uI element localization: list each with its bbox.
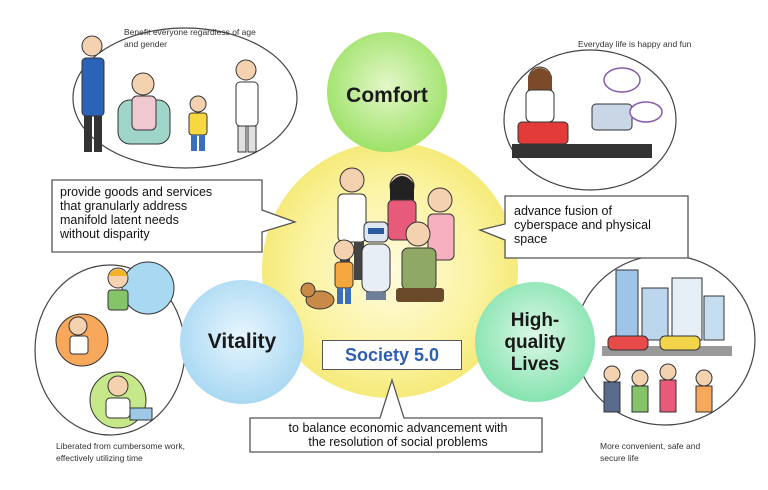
callout-right-box: [477, 195, 689, 259]
callout-left-line: manifold latent needs: [60, 213, 179, 227]
vitality-label: Vitality: [207, 330, 277, 353]
high-quality-label: High- quality Lives: [485, 310, 585, 376]
callout-left-line: without disparity: [60, 227, 150, 241]
caption-top-left: Benefit everyone regardless of age and g…: [124, 26, 304, 50]
callout-left-box: [51, 179, 298, 253]
comfort-label: Comfort: [346, 84, 428, 107]
high-quality-line-1: High-: [510, 310, 560, 331]
high-quality-line-3: Lives: [510, 354, 560, 375]
caption-line: Everyday life is happy and fun: [578, 39, 692, 49]
callout-left-text: provide goods and services that granular…: [60, 185, 260, 241]
callout-right-line: cyberspace and physical: [514, 218, 651, 232]
caption-line: More convenient, safe and: [600, 441, 701, 451]
callout-bottom-box: [249, 377, 543, 453]
family-robot-icon: [300, 167, 455, 310]
callout-right-line: space: [514, 232, 548, 246]
callout-bottom-line: to balance economic advancement with: [288, 421, 508, 435]
caption-line: Liberated from cumbersome work,: [56, 441, 185, 451]
callout-left-line: that granularly address: [60, 199, 188, 213]
high-quality-circle: [475, 282, 595, 402]
callout-right-text: advance fusion of cyberspace and physica…: [514, 204, 684, 246]
caption-line: Benefit everyone regardless of age: [124, 27, 256, 37]
society-title: Society 5.0: [322, 340, 462, 370]
callout-left-line: provide goods and services: [60, 185, 213, 199]
city-street-icon: [602, 269, 732, 413]
caption-bottom-left: Liberated from cumbersome work, effectiv…: [56, 440, 226, 464]
vitality-circle: [180, 280, 304, 404]
comfort-circle: [327, 32, 447, 152]
caption-bottom-right: More convenient, safe and secure life: [600, 440, 750, 464]
callout-right-line: advance fusion of: [514, 204, 612, 218]
callout-bottom-text: to balance economic advancement with the…: [258, 421, 538, 449]
high-quality-line-2: quality: [504, 332, 566, 353]
factory-worker-icon: [55, 261, 175, 429]
cooking-kitchen-icon: [512, 66, 663, 158]
caption-line: effectively utilizing time: [56, 453, 143, 463]
caption-line: secure life: [600, 453, 639, 463]
caption-top-right: Everyday life is happy and fun: [578, 38, 738, 50]
people-group-icon: [81, 35, 259, 153]
caption-line: and gender: [124, 39, 168, 49]
callout-bottom-line: the resolution of social problems: [308, 435, 488, 449]
